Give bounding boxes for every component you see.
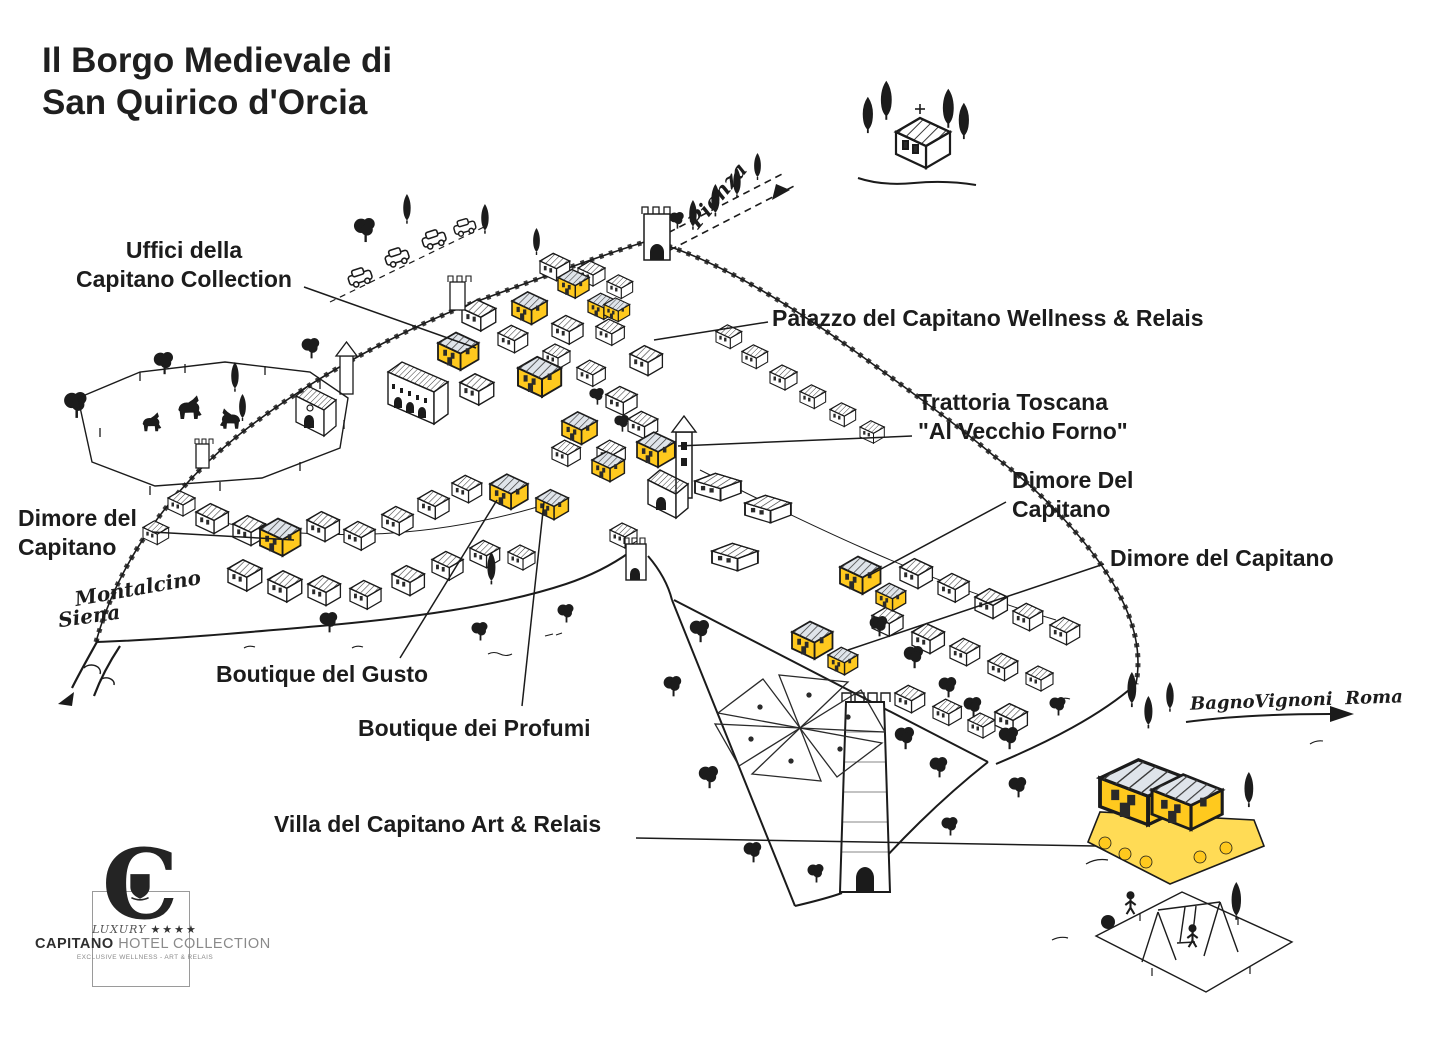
- label-uffici-capitano-collection: Uffici della Capitano Collection: [76, 237, 292, 293]
- label-dimore-del-capitano-east-lower: Dimore del Capitano: [1110, 545, 1334, 571]
- great-tower: [838, 692, 892, 893]
- label-palazzo-del-capitano: Palazzo del Capitano Wellness & Relais: [772, 305, 1204, 331]
- bagno-vignoni-arrow: [1330, 706, 1354, 722]
- horse-paddock: [77, 361, 349, 495]
- wall-tower: [447, 275, 472, 311]
- boutique-gusto-building: [489, 473, 529, 511]
- logo-luxury-line: LUXURY ★★★★: [35, 923, 255, 936]
- ground-scribbles: [243, 632, 1324, 745]
- dimore-east-lower-building: [791, 620, 834, 660]
- label-dimore-del-capitano-east-upper: Dimore Del Capitano: [1012, 467, 1134, 523]
- boutique-profumi-building: [535, 488, 570, 521]
- leader-trattoria: [677, 435, 913, 447]
- page-title: Il Borgo Medievale di San Quirico d'Orci…: [42, 41, 393, 122]
- leader-boutique-profumi: [521, 501, 545, 707]
- horti-leonini-garden: [713, 674, 887, 782]
- label-trattoria-al-vecchio-forno: Trattoria Toscana "Al Vecchio Forno": [918, 389, 1128, 445]
- church-west: [294, 340, 359, 438]
- leader-dimore-east-lower: [847, 563, 1105, 651]
- label-dimore-del-capitano-west: Dimore del Capitano: [18, 505, 137, 561]
- pienza-arrow: [772, 184, 790, 200]
- logo-tagline: EXCLUSIVE WELLNESS - ART & RELAIS: [76, 954, 214, 961]
- palazzo-block: [386, 361, 450, 426]
- leader-dimore-east-upper: [867, 501, 1007, 577]
- logo-luxury-text: LUXURY: [92, 923, 147, 936]
- montalcino-arrow: [58, 692, 74, 706]
- label-boutique-del-gusto: Boutique del Gusto: [216, 661, 429, 687]
- landmarks: [194, 81, 977, 893]
- label-boutique-dei-profumi: Boutique dei Profumi: [358, 715, 591, 741]
- logo-brand-line: CAPITANO HOTEL COLLECTION: [35, 936, 270, 952]
- chapel-madonna-di-vitaleta: [857, 81, 977, 186]
- logo-brand-suffix: HOTEL COLLECTION: [118, 936, 271, 952]
- leader-boutique-gusto: [399, 499, 498, 659]
- roads: [58, 171, 1354, 723]
- uffici-building: [437, 331, 480, 371]
- leader-uffici: [303, 286, 477, 349]
- label-villa-del-capitano: Villa del Capitano Art & Relais: [274, 811, 602, 837]
- logo-crest-icon: [130, 874, 150, 901]
- logo-stars: ★★★★: [150, 924, 198, 936]
- wall-tower: [194, 438, 214, 469]
- highlighted-buildings: [259, 268, 1266, 885]
- dimore-east-upper-building: [839, 555, 882, 595]
- logo-brand-name: CAPITANO: [35, 936, 114, 952]
- leader-lines: [151, 286, 1105, 847]
- collegiata-church: [646, 414, 698, 520]
- south-gate-tower: [623, 537, 647, 581]
- leader-villa: [635, 837, 1097, 847]
- leader-palazzo: [653, 321, 769, 341]
- north-gate-tower: [641, 206, 671, 261]
- leader-dimore-west: [151, 531, 295, 541]
- playground: [1051, 858, 1294, 993]
- capitano-collection-logo: C LUXURY ★★★★ CAPITANO HOTEL COLLECTION …: [35, 837, 298, 1008]
- villa-del-capitano-building: [1086, 757, 1266, 885]
